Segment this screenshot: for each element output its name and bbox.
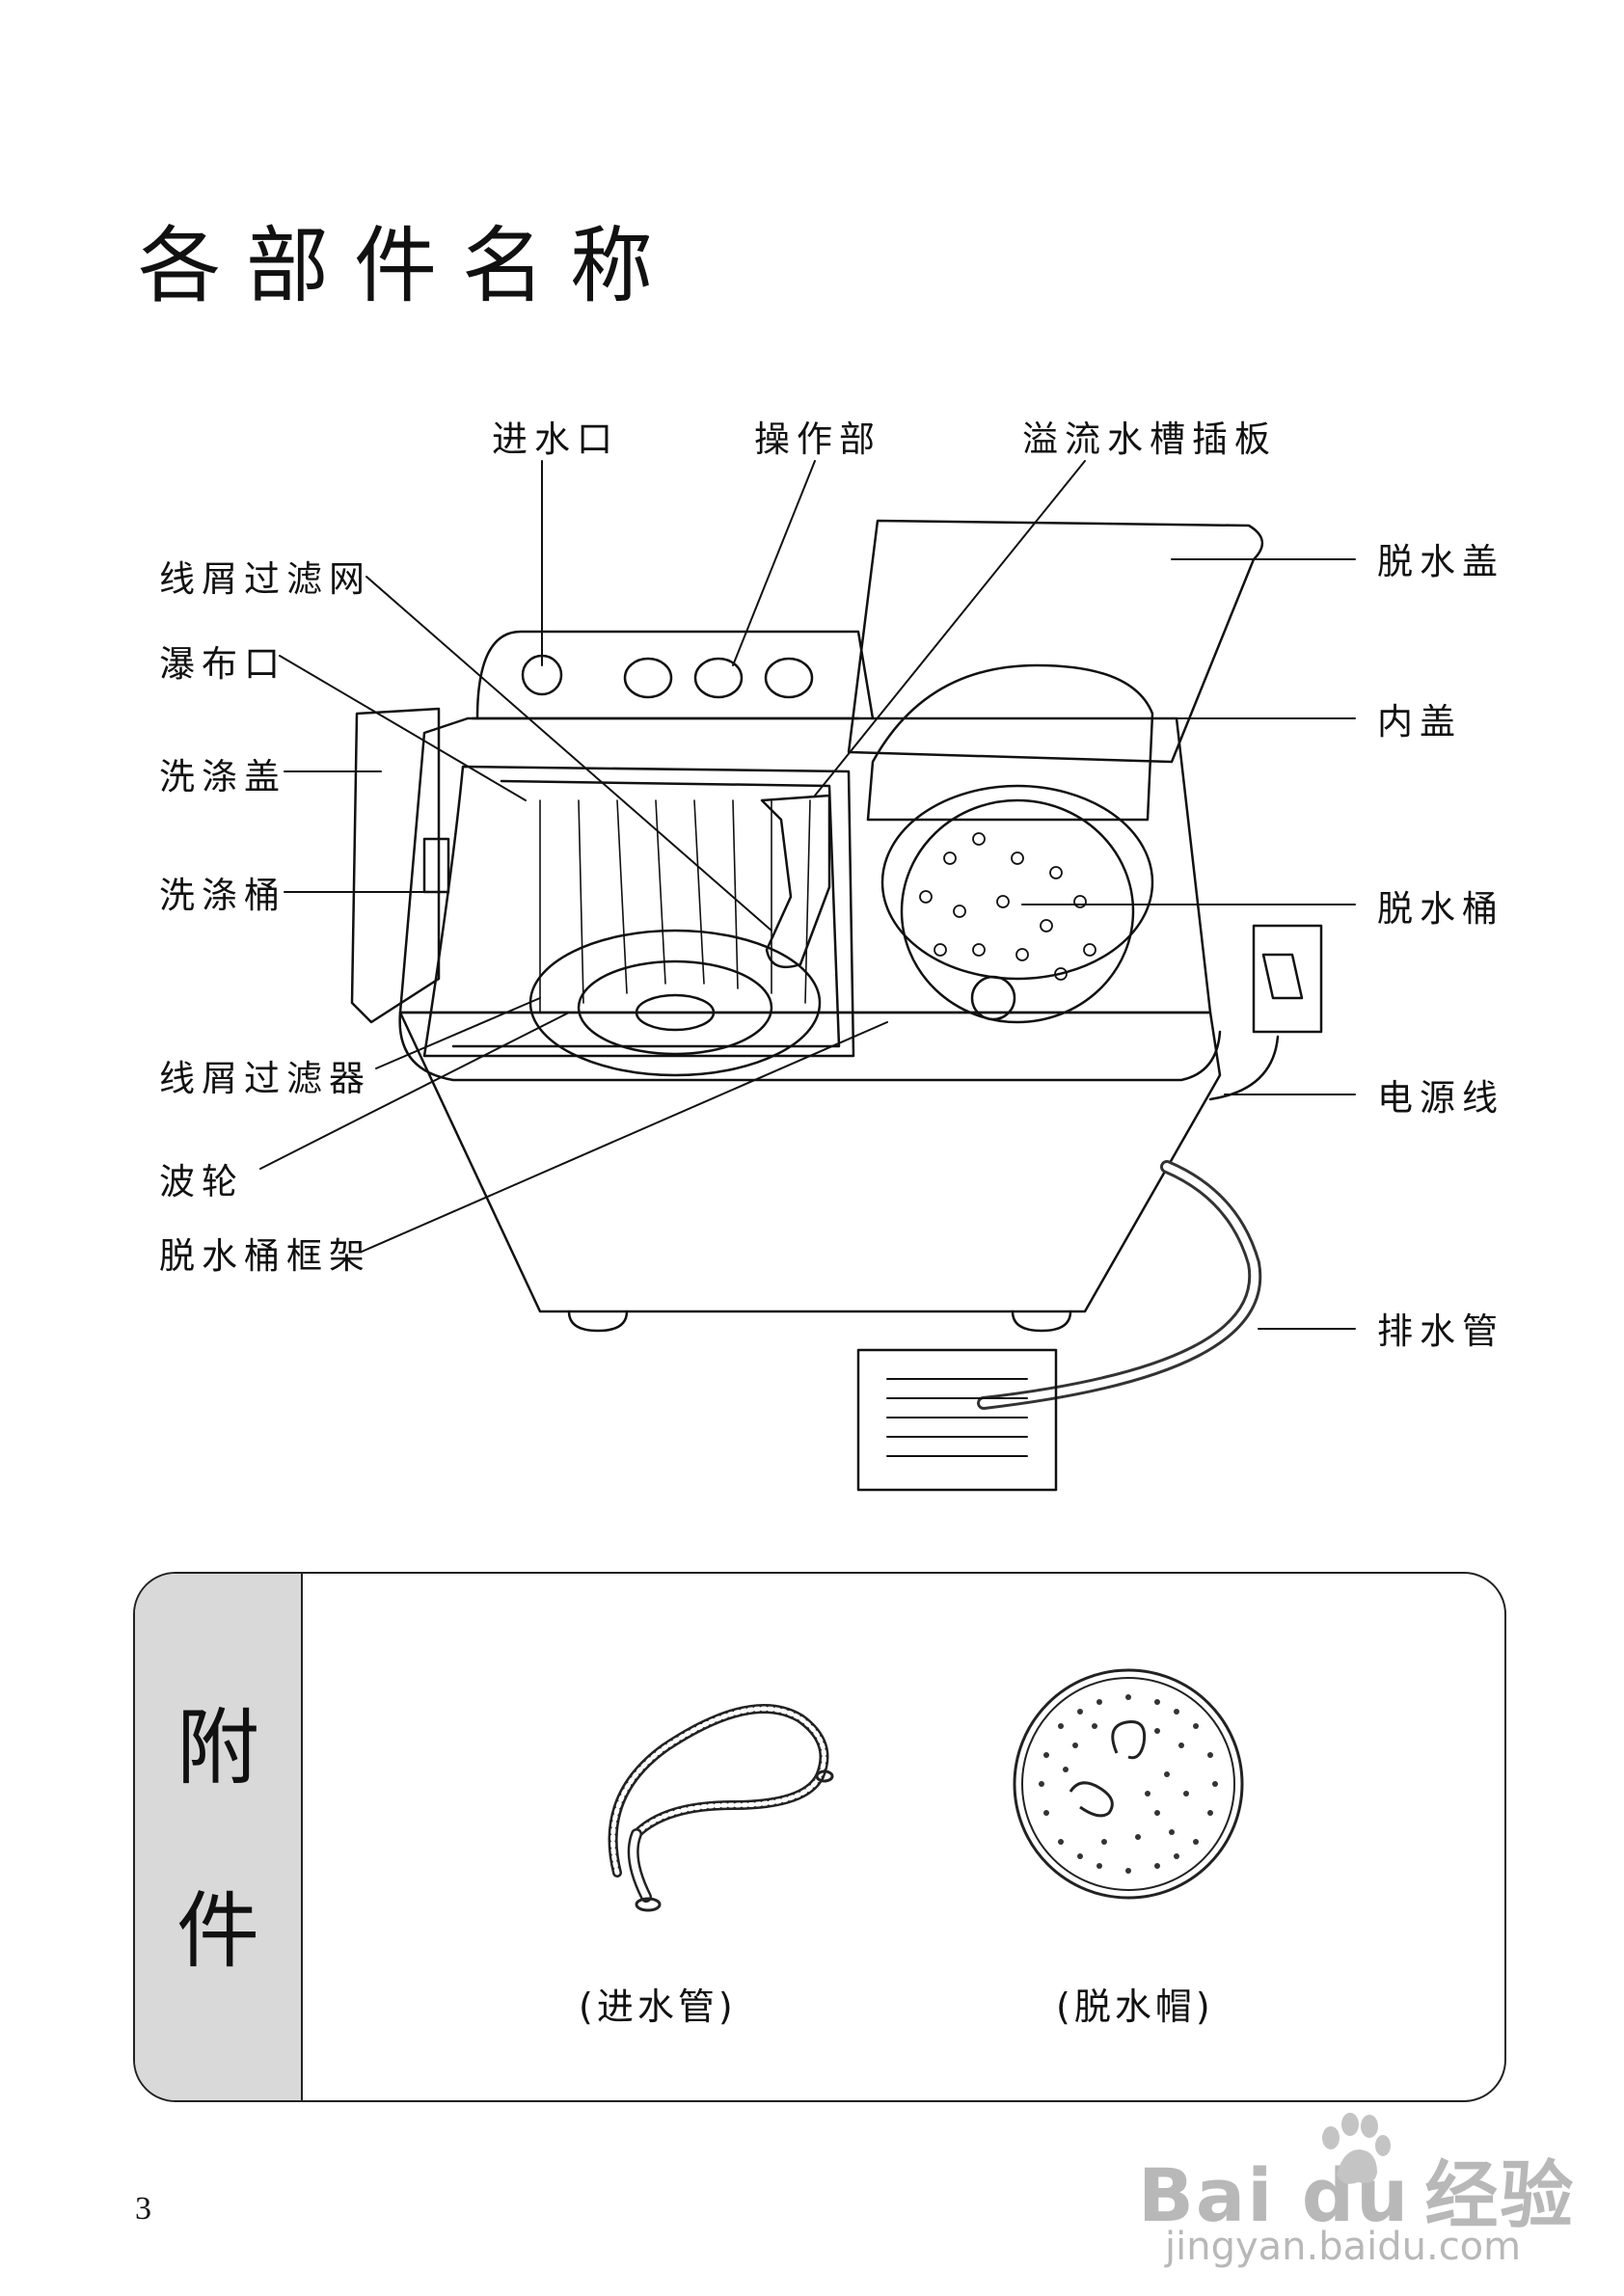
spin-lid	[847, 519, 1263, 764]
paw-icon	[1322, 2113, 1391, 2184]
label-waterfall: 瀑布口	[159, 643, 286, 685]
drain-grate	[856, 1348, 1058, 1492]
label-pulsator: 波轮	[159, 1161, 244, 1202]
watermark-site: jingyan.baidu.com	[1165, 2225, 1522, 2269]
label-overflow-plate: 溢流水槽插板	[1022, 419, 1277, 460]
page-number: 3	[135, 2191, 151, 2227]
wash-lid	[350, 707, 441, 1024]
label-lint-net: 线屑过滤网	[159, 558, 371, 600]
spin-cap-illustration	[1013, 1668, 1244, 1900]
label-power-cord: 电源线	[1377, 1077, 1504, 1119]
label-lint-filter: 线屑过滤器	[159, 1058, 371, 1099]
page-title: 各部件名称	[138, 218, 678, 314]
label-control: 操作部	[754, 419, 881, 460]
accessories-box: 附 件 (进水管) (脱水帽)	[133, 1572, 1506, 2102]
label-spin-lid: 脱水盖	[1377, 541, 1504, 582]
label-wash-lid: 洗涤盖	[159, 756, 286, 797]
inlet-hose-illustration	[608, 1704, 834, 1912]
spin-tub-rim	[880, 784, 1154, 981]
inner-lid	[866, 663, 1154, 822]
power-cord-line	[1208, 1035, 1280, 1101]
accessories-heading-char-1: 附	[176, 1700, 259, 1796]
accessories-heading-char-2: 件	[176, 1883, 259, 1980]
label-spin-tub: 脱水桶	[1377, 888, 1504, 930]
cabinet-top	[398, 1011, 1222, 1082]
baidu-watermark: Bai du 经验 jingyan.baidu.com	[1138, 2113, 1576, 2269]
label-inner-lid: 内盖	[1377, 701, 1462, 743]
control-panel	[475, 630, 875, 720]
watermark-brand-cn: 经验	[1424, 2152, 1576, 2238]
accessories-heading: 附 件	[135, 1574, 303, 2100]
wash-tub-opening	[422, 765, 855, 1058]
lint-filter	[760, 794, 831, 969]
knob-2	[693, 657, 744, 699]
label-wash-tub: 洗涤桶	[159, 875, 286, 916]
label-inlet: 进水口	[492, 419, 619, 460]
wall-socket	[1252, 924, 1323, 1034]
knob-3	[764, 657, 814, 699]
knob-1	[623, 657, 673, 699]
label-drain-hose: 排水管	[1377, 1310, 1504, 1352]
inlet-hose-caption: (进水管)	[579, 1985, 737, 2028]
cabinet-body	[398, 1011, 1222, 1313]
spin-cap-caption: (脱水帽)	[1056, 1985, 1214, 2028]
label-spin-frame: 脱水桶框架	[159, 1235, 371, 1277]
top-deck	[398, 716, 1212, 1014]
